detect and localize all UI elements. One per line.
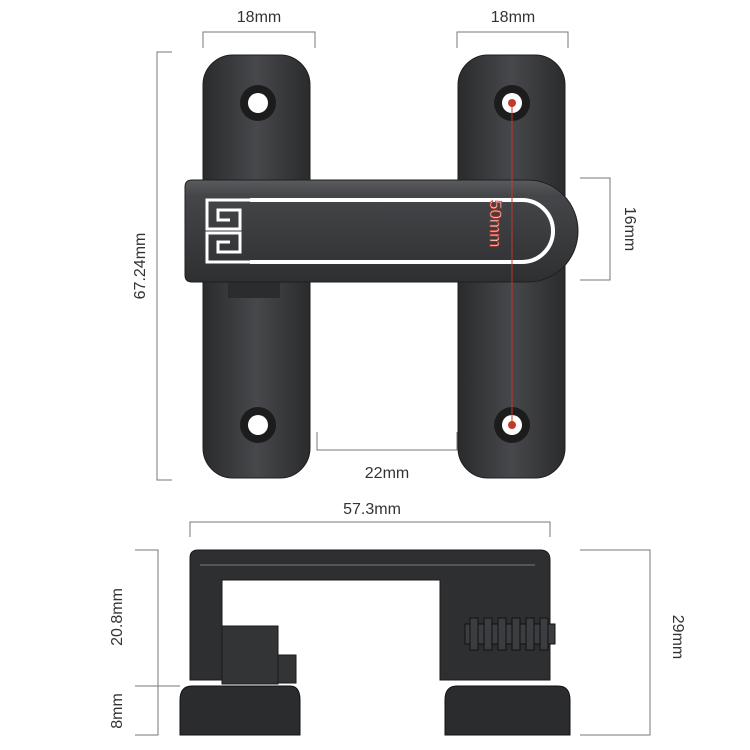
side-foot-height-label: 8mm <box>109 693 126 729</box>
latch-bar <box>184 179 579 283</box>
plate-gap-label: 22mm <box>365 465 409 482</box>
gear-teeth <box>464 617 556 651</box>
side-upper-height-label: 20.8mm <box>109 588 126 646</box>
right-foot <box>444 685 571 736</box>
side-view <box>179 549 571 736</box>
side-total-height-label: 29mm <box>669 615 686 659</box>
greek-key-pattern <box>205 198 250 264</box>
side-width-label: 57.3mm <box>343 501 401 518</box>
right-plate-width-label: 18mm <box>491 9 535 26</box>
plate-height-label: 67.24mm <box>132 233 149 300</box>
bar-height-label: 16mm <box>621 207 638 251</box>
hole-spacing-label: 50mm <box>486 200 505 247</box>
left-foot <box>179 685 301 736</box>
left-plate-width-label: 18mm <box>237 9 281 26</box>
